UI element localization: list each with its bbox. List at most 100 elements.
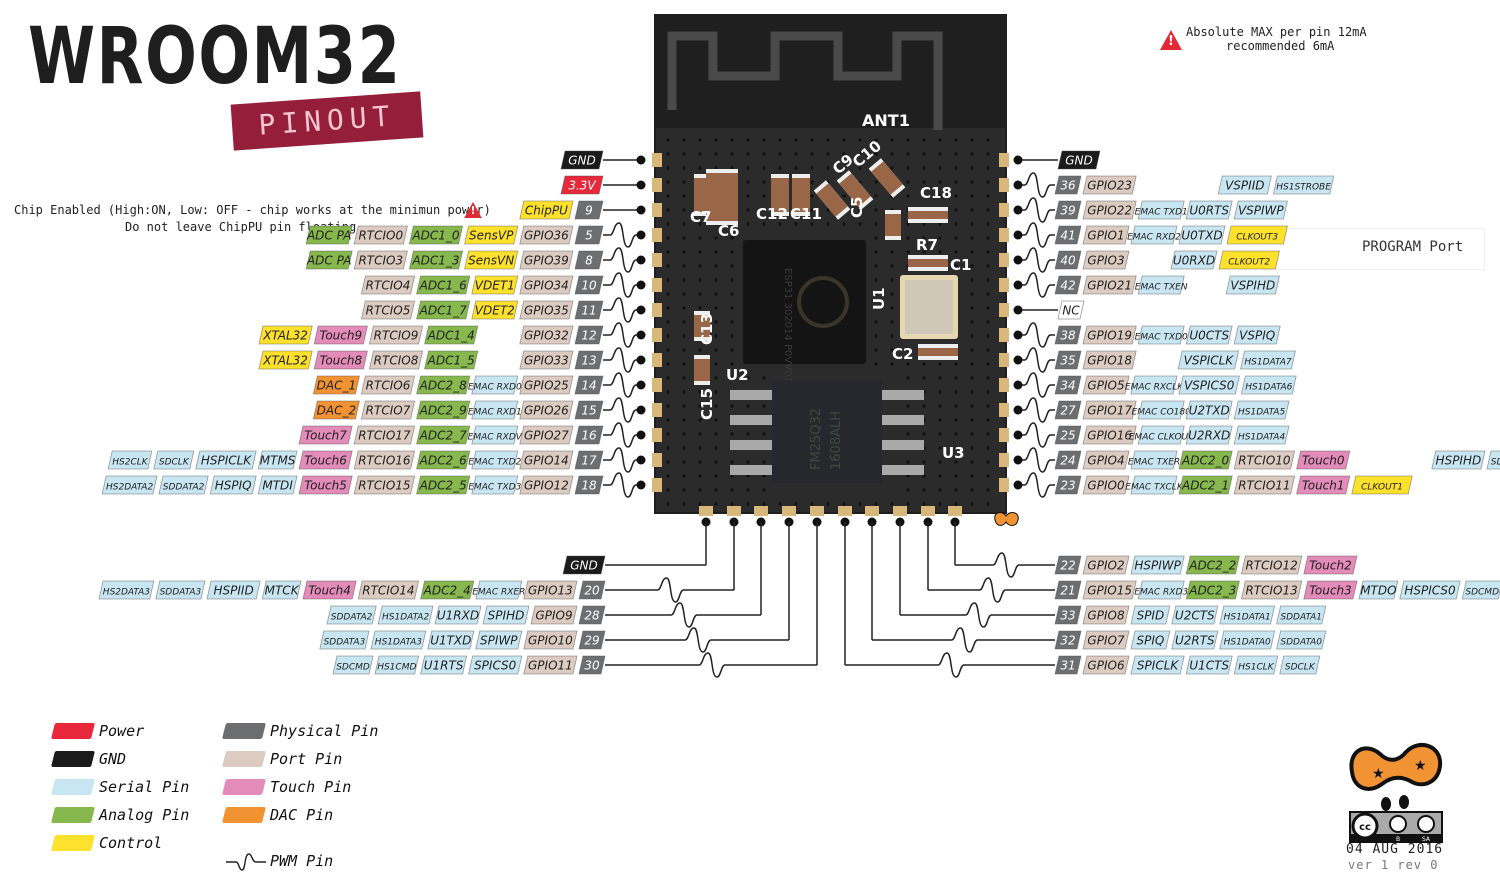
pin-function-tag: VSPIQ [1233,325,1281,345]
pad [652,303,662,317]
pin-function-tag: Touch1 [1296,475,1351,495]
pin-label-text: SDDATA1 [1491,458,1500,468]
pin-dot [1013,280,1023,290]
pin-label-text: ADC1_6 [419,279,467,293]
pad [999,378,1009,392]
pin-label-text: EMAC CLKOUT [1129,433,1195,443]
pin-label-text: ADC2_2 [1188,559,1236,573]
pin-dot [1013,305,1023,315]
legend-swatch [51,779,95,795]
chip-enable-note: Chip Enabled (High:ON, Low: OFF - chip w… [14,203,491,217]
pin-function-tag: RTCIO14 [357,580,420,600]
pad [921,506,935,516]
pad [652,453,662,467]
cc-icon-text: cc [1359,822,1371,833]
pin-label-text: HS1DATA2 [382,613,429,623]
pin-function-tag: HS2DATA3 [98,580,155,600]
pin-label-text: GPIO19 [1087,329,1132,343]
pin-label-text: HS1CLK [1238,663,1275,673]
pin-label-text: GND [568,154,596,168]
pin-label-text: 14 [581,379,596,393]
pwm-wire [845,652,1055,678]
pin-function-tag: SPICLK [1130,655,1185,675]
pin-function-tag: ADC2_3 [1185,580,1240,600]
pin-label-text: ADC1_0 [411,229,459,243]
pwm-wire [1018,347,1055,373]
pin-function-tag: GPIO5 [1082,375,1130,395]
max-current-note: Absolute MAX per pin 12mA [1186,25,1367,39]
pin-label-text: ADC2_1 [1181,479,1229,493]
flash-chip [772,380,882,483]
physical-pin-3.3V: 3.3V [560,175,604,195]
pin-label-text: HS1DATA5 [1238,408,1285,418]
pin-function-tag: EMAC CLKOUT [1129,425,1195,445]
pin-function-tag: GPIO11 [523,655,578,675]
espressif-logo-icon [797,276,849,328]
pin-function-tag: CLKOUT3 [1226,225,1288,245]
pin-function-tag: HSPICLK [195,450,257,470]
pin-label-text: SDCMD [1465,588,1499,598]
pin-label-text: U0RTS [1189,204,1229,218]
pad [999,228,1009,242]
pin-function-tag: SDDATA1 [1486,450,1500,470]
pin-function-tag: GPIO14 [519,450,574,470]
pin-label-text: 3.3V [568,179,596,193]
pin-label-text: GPIO39 [524,254,569,268]
pin-label-text: HSPICS0 [1404,584,1456,598]
pwm-wire [1018,272,1055,298]
pin-function-tag: CLKOUT2 [1218,250,1280,270]
pin-function-tag: SDCMD [332,655,374,675]
pin-function-tag: EMAC TXCLK [1125,475,1184,495]
pwm-wire [900,602,1055,628]
physical-pin-GND: GND [560,150,604,170]
pin-function-tag: EMAC TXD3 [468,475,522,495]
physical-pin-11: 11 [574,300,604,320]
capacitor [908,207,948,223]
pin-function-tag: ADC2_0 [1178,450,1233,470]
pin-function-tag: SPICS0 [468,655,523,675]
pin-label-text: CLKOUT3 [1236,233,1278,243]
pin-label-text: HS1DATA1 [1224,613,1271,623]
pin-label-text: VDET2 [475,304,515,318]
pin-label-text: RTCIO12 [1245,559,1297,573]
pin-label-text: EMAC RXCLK [1125,383,1184,393]
pin-label-text: XTAL32 [262,329,308,343]
pin-label-text: VDET1 [475,279,515,293]
component-label-u1: U1 [870,287,888,310]
author-logo: ★ ★ cc B SA [1349,743,1443,843]
pin-label-text: GPIO3 [1087,254,1124,268]
pin-label-text: 13 [581,354,596,368]
physical-pin-8: 8 [574,250,604,270]
by-label: B [1396,836,1400,843]
pin-function-tag: SDCLK [1279,655,1321,675]
pwm-wire [603,297,641,323]
pin-function-tag: SPIQ [1130,630,1171,650]
cc-icon [1351,812,1379,840]
pin-label-text: GND [1065,154,1093,168]
physical-pin-9: 9 [574,200,604,220]
pin-function-tag: HSPIID [206,580,261,600]
pin-function-tag: HSPIHD [1431,450,1486,470]
pin-label-text: GPIO17 [1087,404,1132,418]
capacitor [706,169,738,225]
pin-label-text: DAC_1 [317,379,356,393]
pin-function-tag: GPIO17 [1082,400,1137,420]
pin-dot [636,155,646,165]
star-icon: ★ [1414,758,1427,774]
pad [999,428,1009,442]
pin-function-tag: EMAC RXCLK [1125,375,1184,395]
pin-label-text: Touch4 [308,584,351,598]
pin-label-text: 8 [585,254,593,268]
pin-label-text: ADC1_3 [411,254,459,268]
pin-function-tag: U1RTS [420,655,468,675]
pin-function-tag: ADC1_0 [408,225,464,245]
pin-label-text: SDDATA0 [1280,638,1322,648]
antenna-trace [667,31,943,130]
pin-label-text: GPIO34 [524,279,569,293]
pin-label-text: GPIO26 [524,404,569,418]
pin-label-text: GPIO12 [524,479,569,493]
